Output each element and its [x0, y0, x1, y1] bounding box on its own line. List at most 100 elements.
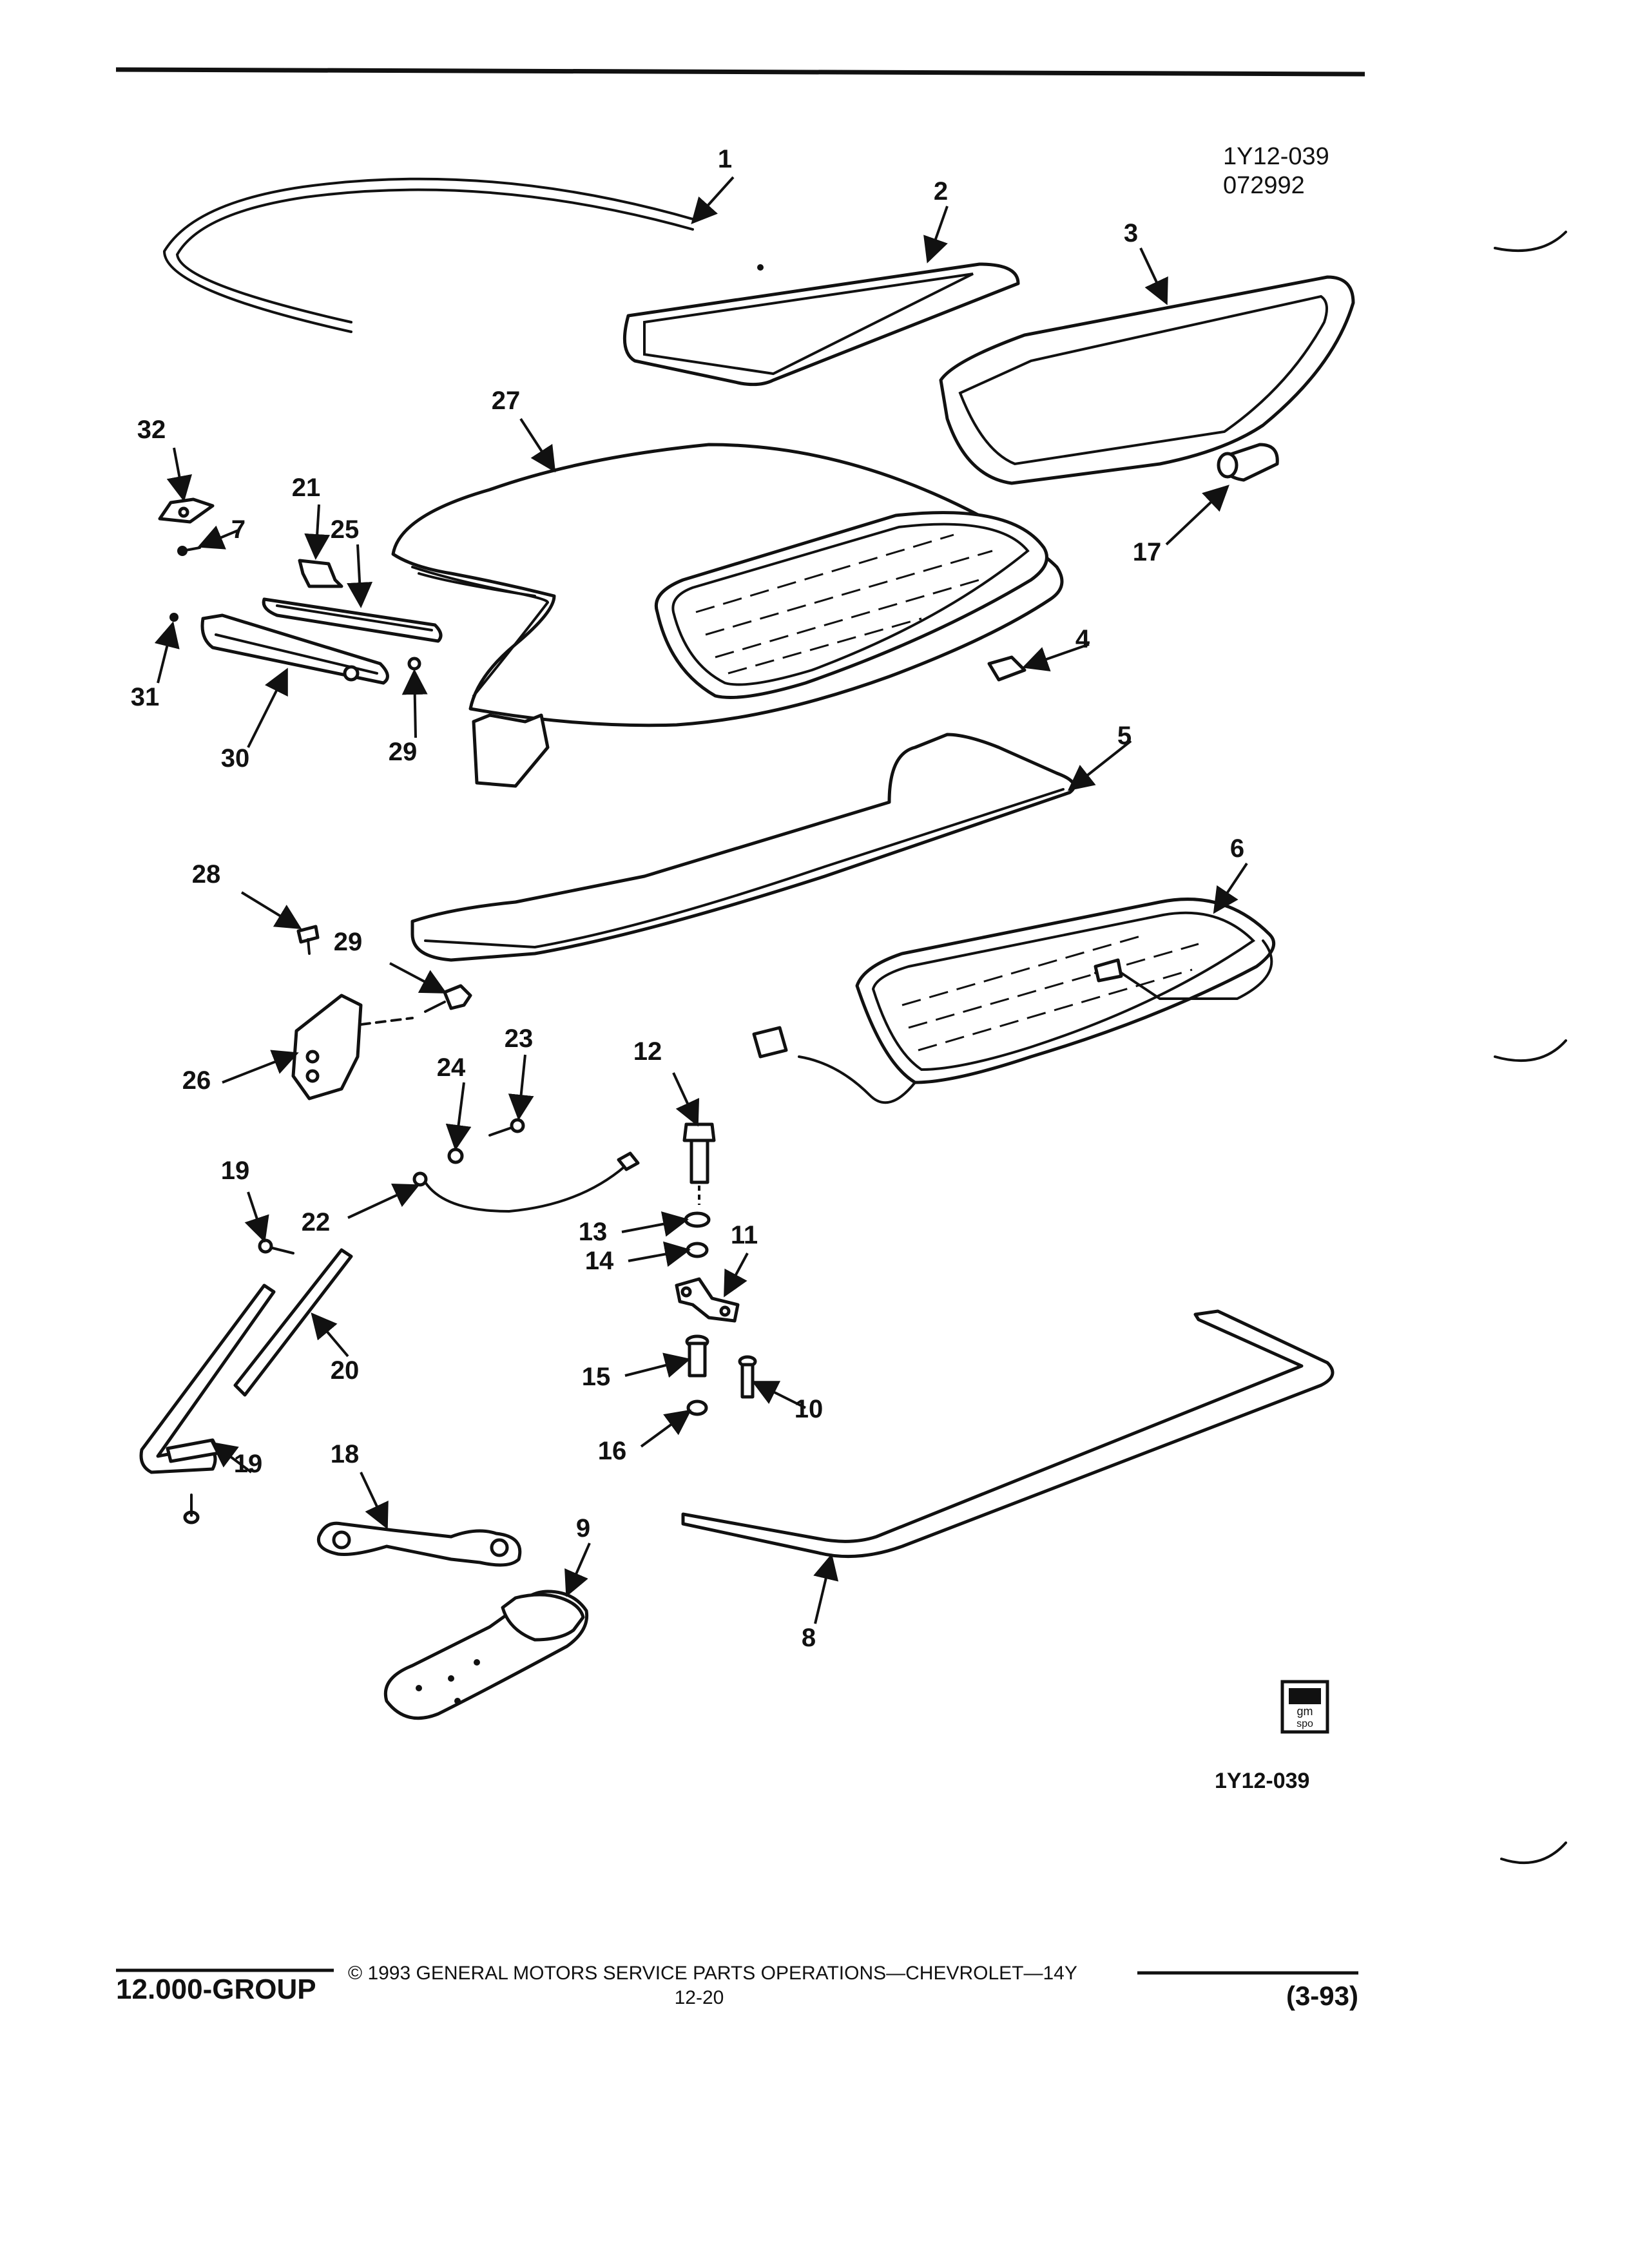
- callout-leader-9: [564, 1542, 591, 1597]
- callout-label-30: 30: [221, 744, 250, 773]
- callout-label-9: 9: [576, 1514, 590, 1542]
- callout-leader-11: [724, 1253, 749, 1298]
- part-29-bolt-upper: [296, 925, 320, 955]
- part-30-fastener: [407, 657, 421, 671]
- callout-label-29: 29: [389, 738, 418, 766]
- footer-copyright: © 1993 GENERAL MOTORS SERVICE PARTS OPER…: [348, 1963, 1077, 1984]
- callout-label-25: 25: [331, 515, 360, 544]
- part-10-bolt: [738, 1355, 757, 1399]
- footer-revision: (3-93): [1286, 1981, 1358, 2011]
- callout-leader-15: [624, 1352, 691, 1378]
- callout-leader-31: [154, 621, 180, 684]
- svg-text:spo: spo: [1296, 1718, 1313, 1729]
- part-14-bushing: [686, 1242, 709, 1258]
- callout-leader-32: [166, 447, 193, 502]
- part-32-fastener: [169, 613, 178, 622]
- callout-label-20: 20: [331, 1356, 360, 1385]
- part-25-washer: [447, 1148, 464, 1164]
- callout-leader-17: [1165, 485, 1229, 546]
- callout-leader-18: [360, 1472, 389, 1530]
- part-11-plate: [675, 1277, 740, 1323]
- callout-label-22: 22: [302, 1208, 331, 1236]
- part-9-handle: [383, 1590, 589, 1720]
- part-8-rocker-molding: [681, 1309, 1335, 1559]
- callout-leader-8: [813, 1553, 839, 1624]
- callout-leader-13: [621, 1211, 689, 1237]
- callout-label-21: 21: [292, 474, 321, 502]
- binder-mark: [1500, 1841, 1567, 1865]
- callout-label-5: 5: [1117, 722, 1132, 750]
- callout-label-1: 1: [718, 145, 732, 173]
- callout-label-19: 19: [234, 1450, 263, 1478]
- part-22-clip: [298, 559, 343, 588]
- header-rule: [115, 67, 1365, 77]
- callout-label-18: 18: [331, 1440, 360, 1468]
- callout-label-11: 11: [731, 1221, 758, 1249]
- callout-label-16: 16: [598, 1437, 627, 1465]
- part-2-panel-seal: [622, 262, 1020, 387]
- part-28-hardtop-shell: [391, 443, 1064, 788]
- callout-leader-16: [640, 1409, 692, 1448]
- gm-spo-logo: gm spo: [1280, 1680, 1329, 1734]
- part-13-washer: [684, 1211, 711, 1228]
- part-17-actuator: [1217, 443, 1279, 482]
- part-3-window-frame: [939, 275, 1355, 485]
- part-7-screw: [177, 546, 201, 556]
- callout-label-23: 23: [505, 1024, 534, 1053]
- callout-leader-29: [401, 669, 428, 738]
- callout-label-27: 27: [492, 387, 521, 415]
- part-33-bracket: [158, 497, 215, 524]
- callout-label-19: 19: [221, 1157, 250, 1185]
- part-18-link: [316, 1521, 522, 1567]
- callout-label-12: 12: [633, 1037, 662, 1066]
- callout-leader-27: [519, 418, 556, 473]
- callout-label-6: 6: [1230, 834, 1244, 863]
- callout-leader-30: [247, 668, 288, 748]
- callout-leader-6: [1213, 862, 1248, 914]
- diagram-ref-date: 072992: [1223, 172, 1305, 199]
- callout-leader-2: [923, 206, 949, 264]
- svg-text:gm: gm: [1296, 1705, 1313, 1718]
- callout-leader-19: [210, 1441, 253, 1474]
- part-26-molding: [262, 597, 443, 643]
- callout-label-4: 4: [1075, 625, 1090, 653]
- callout-leader-4: [1022, 643, 1090, 671]
- part-4-clip: [987, 655, 1027, 682]
- callout-label-8: 8: [802, 1624, 816, 1652]
- callout-leader-14: [628, 1241, 691, 1267]
- callout-leader-24: [445, 1082, 472, 1151]
- part-15-stud: [685, 1334, 709, 1378]
- callout-label-29: 29: [334, 928, 363, 956]
- callout-label-17: 17: [1133, 538, 1162, 566]
- callout-label-26: 26: [182, 1066, 211, 1095]
- callout-label-7: 7: [231, 515, 246, 544]
- part-19-screw-upper: [258, 1238, 294, 1254]
- callout-leader-26: [222, 1050, 299, 1084]
- callout-label-24: 24: [437, 1053, 466, 1082]
- callout-label-32: 32: [137, 416, 166, 444]
- callout-leader-5: [1067, 740, 1132, 791]
- callout-label-15: 15: [582, 1363, 611, 1391]
- diagram-ref-code: 1Y12-039: [1223, 143, 1329, 170]
- callout-label-10: 10: [795, 1395, 824, 1423]
- part-1-weatherstrip: [162, 177, 694, 333]
- callout-leader-28: [240, 891, 302, 930]
- callout-label-14: 14: [585, 1247, 614, 1275]
- callout-label-2: 2: [934, 177, 948, 206]
- figure-id: 1Y12-039: [1215, 1769, 1309, 1793]
- part-31-molding: [200, 613, 389, 685]
- part-23-ground-strap: [412, 1151, 640, 1213]
- part-5-spoiler: [410, 733, 1076, 962]
- part-27-hinge-bracket: [291, 994, 414, 1100]
- callout-leader-29: [389, 962, 447, 994]
- callout-leader-12: [672, 1072, 700, 1127]
- part-19-screw-lower: [183, 1494, 200, 1524]
- part-24-screw: [488, 1118, 525, 1137]
- callout-leader-7: [197, 525, 239, 550]
- callout-leader-23: [508, 1054, 534, 1120]
- callout-leader-20: [311, 1312, 349, 1358]
- footer-group: 12.000-GROUP: [116, 1974, 316, 2005]
- part-12-bolt: [682, 1122, 716, 1205]
- callout-leader-10: [751, 1381, 806, 1409]
